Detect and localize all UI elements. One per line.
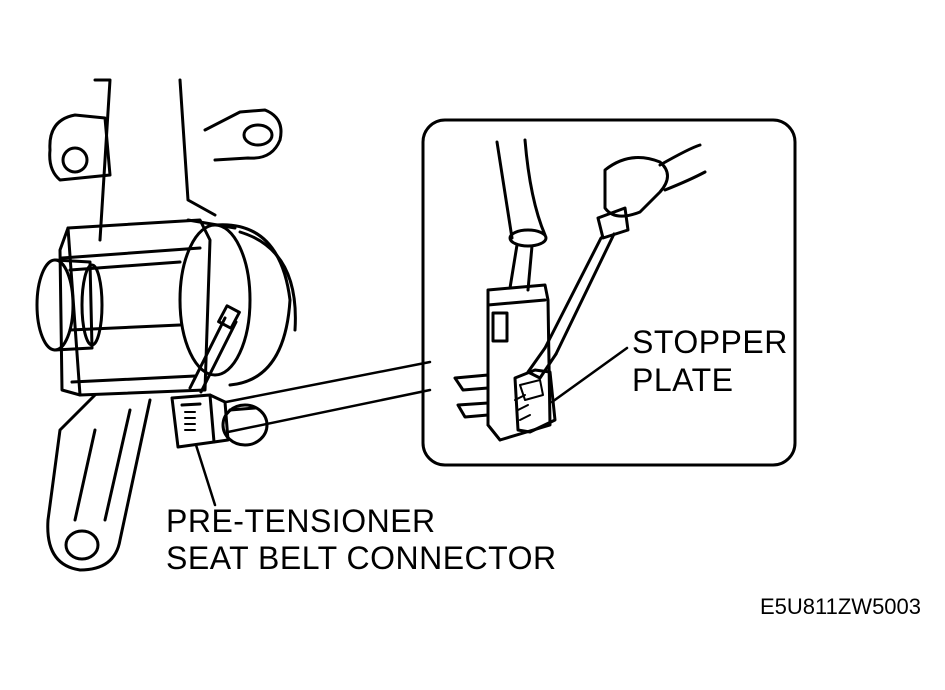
- detail-inset: [421, 118, 797, 467]
- stopper-plate-label-line1: STOPPER: [632, 324, 788, 360]
- magnification-lines: [224, 360, 432, 434]
- connector-label-line2: SEAT BELT CONNECTOR: [166, 540, 557, 576]
- figure-code: E5U811ZW5003: [760, 594, 922, 619]
- stopper-plate-label-line2: PLATE: [632, 362, 734, 398]
- retractor-assembly: [35, 78, 297, 572]
- connector-label-line1: PRE-TENSIONER: [166, 503, 436, 539]
